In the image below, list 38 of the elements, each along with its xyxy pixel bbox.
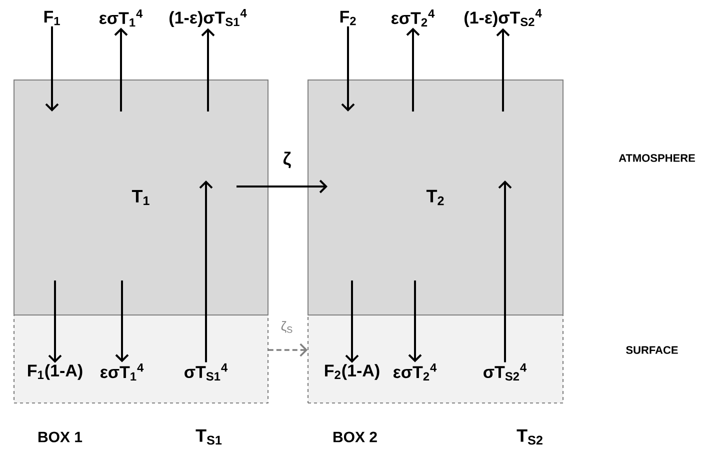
arrow <box>496 28 510 112</box>
atmosphere-box: T$_{2}$ <box>308 80 564 316</box>
arrow <box>48 280 62 363</box>
arrow <box>341 26 355 112</box>
region-label: SURFACE <box>626 346 678 354</box>
temperature-label: T$_{S1}$ <box>196 429 222 445</box>
arrow <box>406 28 420 112</box>
arrow <box>268 343 308 357</box>
flux-label: F$_{1}$(1-A) <box>28 364 82 380</box>
box-label: BOX 1 <box>38 432 82 442</box>
flux-label: (1-ε)σT$_{S2}$4 <box>464 9 542 27</box>
flux-label: σT$_{S1}$4 <box>184 363 228 381</box>
arrow <box>45 26 59 112</box>
edge-label: ζ$_{S}$ <box>280 320 294 334</box>
arrow <box>199 180 213 362</box>
arrow <box>498 180 512 362</box>
arrow <box>345 280 359 363</box>
surface-box <box>308 314 564 404</box>
flux-label: (1-ε)σT$_{S1}$4 <box>170 9 247 27</box>
region-label: ATMOSPHERE <box>618 154 695 162</box>
arrow <box>201 28 215 112</box>
flux-label: εσT$_{1}$4 <box>100 363 144 381</box>
arrow <box>115 280 129 362</box>
arrow <box>408 280 422 362</box>
edge-label: ζ <box>282 150 292 170</box>
flux-label: εσT$_{1}$4 <box>99 9 143 27</box>
temperature-label: T$_{S2}$ <box>516 429 542 445</box>
flux-label: F$_{1}$ <box>44 10 60 26</box>
flux-label: σT$_{S2}$4 <box>484 363 527 381</box>
flux-label: εσT$_{2}$4 <box>392 9 435 27</box>
box-label: BOX 2 <box>334 432 377 442</box>
flux-label: F$_{2}$ <box>340 10 356 26</box>
atmosphere-box: T$_{1}$ <box>14 80 268 316</box>
flux-label: εσT$_{2}$4 <box>394 363 437 381</box>
arrow <box>236 180 328 194</box>
flux-label: F$_{2}$(1-A) <box>325 364 380 380</box>
arrow <box>114 28 128 112</box>
surface-box <box>14 314 268 404</box>
